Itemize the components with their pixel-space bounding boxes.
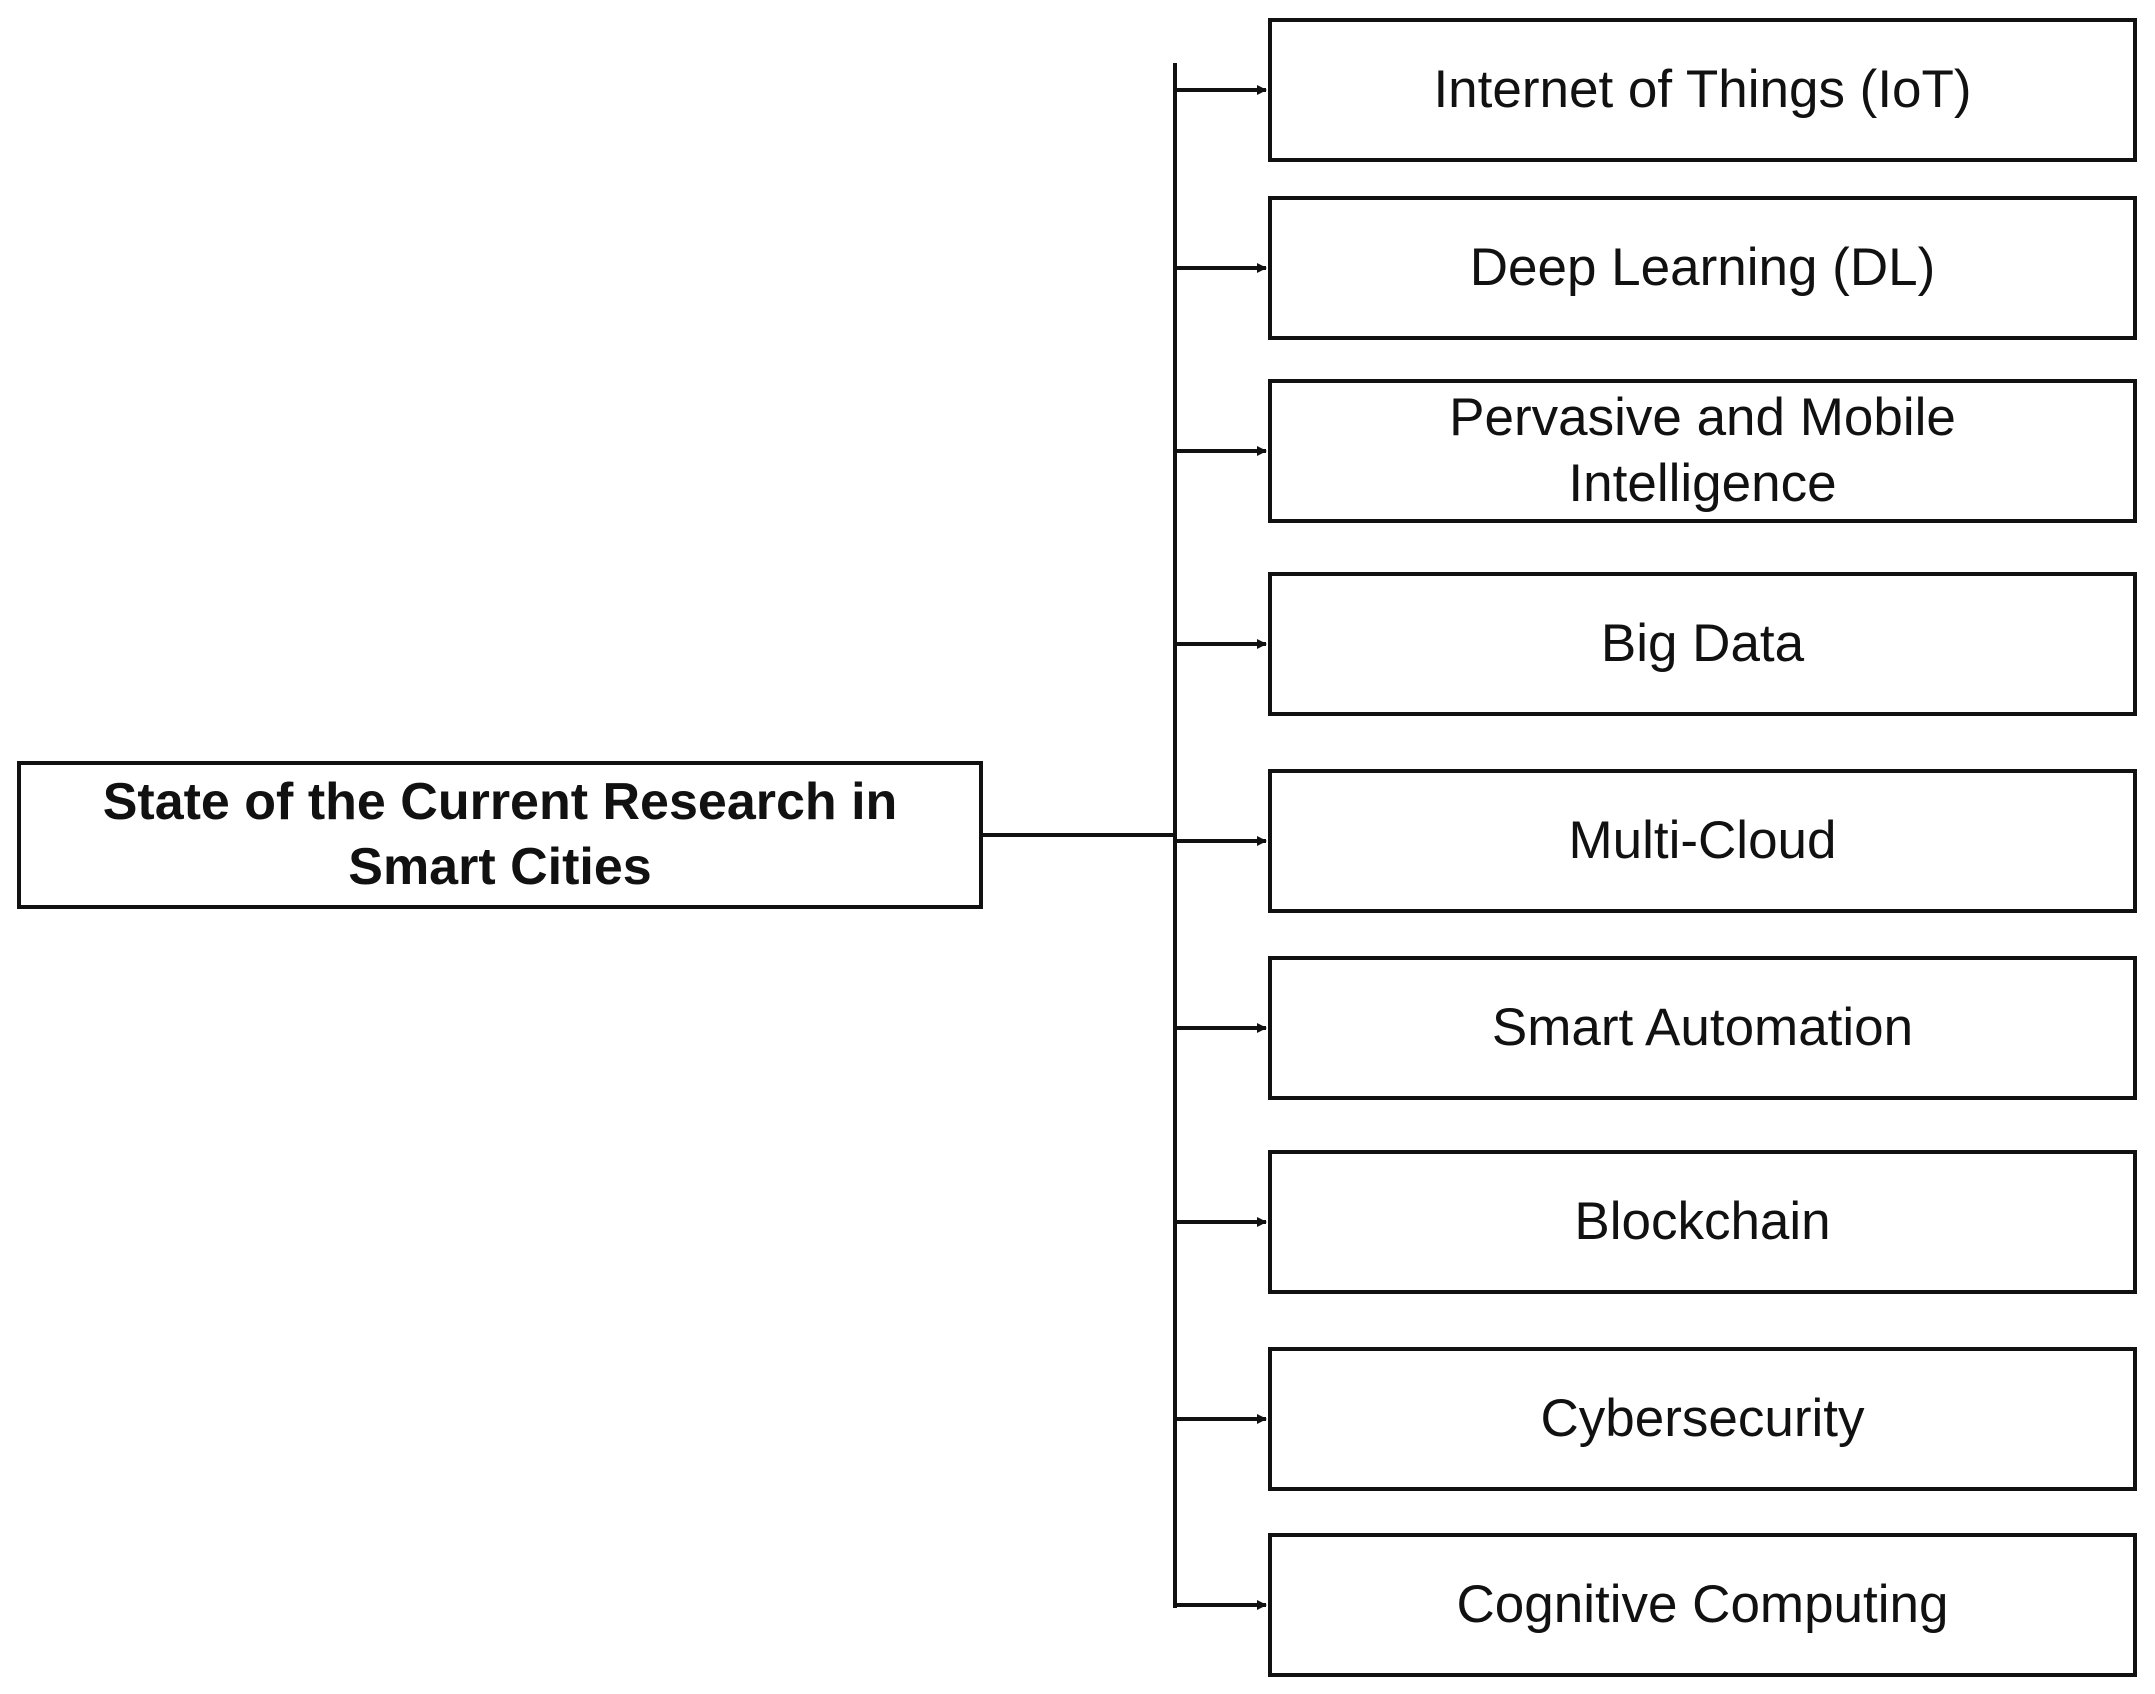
branch-arrows xyxy=(1175,85,1267,1610)
topic-node-big-data: Big Data xyxy=(1268,572,2137,716)
topic-node-pervasive-mobile-intelligence: Pervasive and Mobile Intelligence xyxy=(1268,379,2137,523)
topic-node-blockchain: Blockchain xyxy=(1268,1150,2137,1294)
topic-node-label: Blockchain xyxy=(1574,1191,1831,1251)
topic-node-label: Multi-Cloud xyxy=(1568,810,1837,870)
root-node-label: State of the Current Research in Smart C… xyxy=(102,773,898,896)
topic-node-multi-cloud: Multi-Cloud xyxy=(1268,769,2137,913)
topic-node-label: Pervasive and Mobile Intelligence xyxy=(1449,387,1956,513)
topic-node-label: Big Data xyxy=(1600,613,1805,673)
topic-node-label: Deep Learning (DL) xyxy=(1469,237,1936,297)
topic-node-deep-learning: Deep Learning (DL) xyxy=(1268,196,2137,340)
topic-node-label: Cybersecurity xyxy=(1540,1388,1865,1448)
root-node: State of the Current Research in Smart C… xyxy=(17,761,983,909)
topic-node-label: Internet of Things (IoT) xyxy=(1433,59,1972,119)
topic-node-cognitive-computing: Cognitive Computing xyxy=(1268,1533,2137,1677)
topic-node-cybersecurity: Cybersecurity xyxy=(1268,1347,2137,1491)
topic-node-label: Smart Automation xyxy=(1491,997,1914,1057)
topic-node-smart-automation: Smart Automation xyxy=(1268,956,2137,1100)
topic-node-label: Cognitive Computing xyxy=(1456,1574,1949,1634)
topic-node-iot: Internet of Things (IoT) xyxy=(1268,18,2137,162)
